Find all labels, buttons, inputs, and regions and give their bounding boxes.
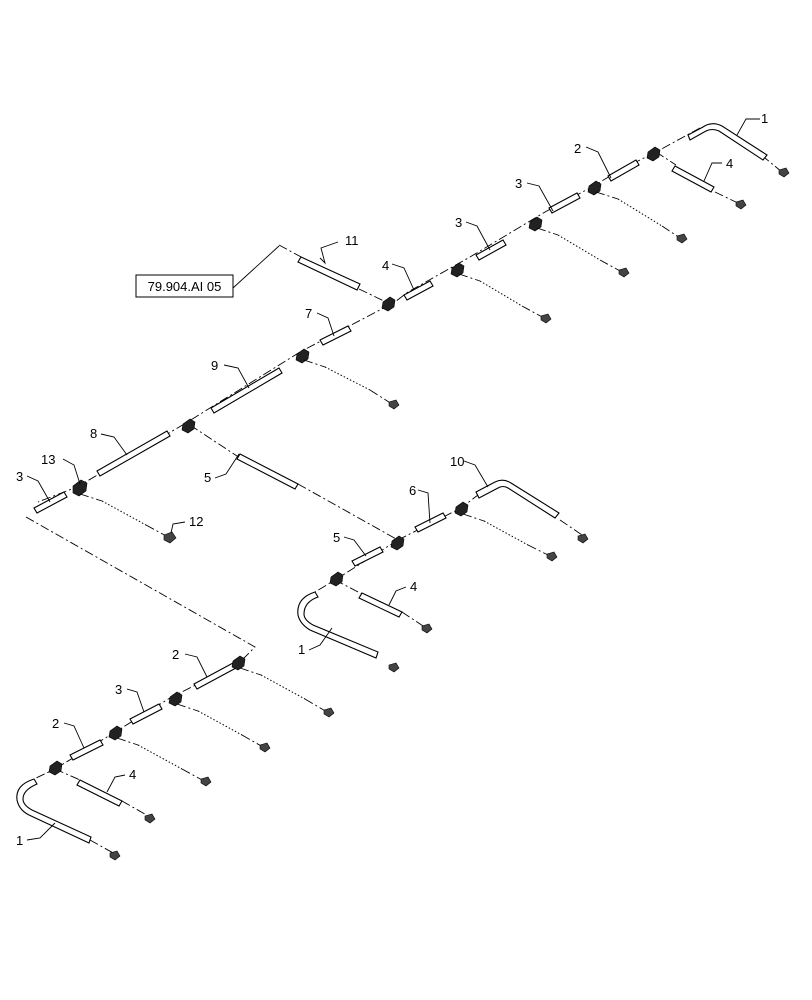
hose-2-lower-right <box>193 662 237 690</box>
callout-4: 4 <box>410 579 417 594</box>
callout-9: 9 <box>211 358 218 373</box>
nozzle-branches <box>79 167 790 861</box>
hose-4-top <box>671 165 715 193</box>
callout-11: 11 <box>345 233 359 248</box>
hose-3-left <box>33 491 68 514</box>
tee-fittings <box>48 146 661 776</box>
hose-3-lower <box>129 703 163 725</box>
hose-4-lower <box>76 779 123 807</box>
center-lines <box>25 127 783 855</box>
callout-2: 2 <box>172 647 179 662</box>
callout-12: 12 <box>189 514 203 529</box>
hose-11 <box>297 256 361 291</box>
callout-labels: 1 2 4 3 3 11 4 7 9 8 13 3 5 12 10 6 5 4 … <box>16 111 768 848</box>
callout-1: 1 <box>298 642 305 657</box>
callout-8: 8 <box>90 426 97 441</box>
hose-2-top <box>607 159 640 182</box>
callout-13: 13 <box>41 452 55 467</box>
hose-6 <box>414 512 447 533</box>
reference-box-label: 79.904.AI 05 <box>148 279 222 294</box>
hoses <box>16 123 768 844</box>
callout-5: 5 <box>204 470 211 485</box>
hose-9 <box>210 367 283 414</box>
callout-4: 4 <box>726 156 733 171</box>
hose-3-middle <box>475 239 507 261</box>
callout-10: 10 <box>450 454 464 469</box>
hose-3-top <box>548 192 581 214</box>
reference-box[interactable]: 79.904.AI 05 <box>135 274 234 298</box>
callout-2: 2 <box>52 716 59 731</box>
callout-3: 3 <box>16 469 23 484</box>
callout-1: 1 <box>761 111 768 126</box>
hose-10-elbow <box>475 479 560 519</box>
callout-5: 5 <box>333 530 340 545</box>
hose-5-upper <box>236 453 299 490</box>
callout-3: 3 <box>515 176 522 191</box>
hose-1-elbow-middle <box>297 591 379 659</box>
callout-1: 1 <box>16 833 23 848</box>
hose-4-right-middle <box>358 592 403 618</box>
hose-2-lower-left <box>69 739 104 761</box>
callout-3: 3 <box>115 682 122 697</box>
hose-1-elbow-lower <box>16 778 92 844</box>
callout-4: 4 <box>129 767 136 782</box>
callout-7: 7 <box>305 306 312 321</box>
callout-4: 4 <box>382 258 389 273</box>
callout-3: 3 <box>455 215 462 230</box>
hose-7 <box>319 325 352 346</box>
callout-6: 6 <box>409 483 416 498</box>
hose-4-middle <box>403 280 434 301</box>
callout-2: 2 <box>574 141 581 156</box>
hose-1-elbow-top <box>687 123 768 161</box>
hose-8 <box>96 430 171 477</box>
hose-5-lower <box>351 546 384 567</box>
leader-lines <box>26 118 760 841</box>
